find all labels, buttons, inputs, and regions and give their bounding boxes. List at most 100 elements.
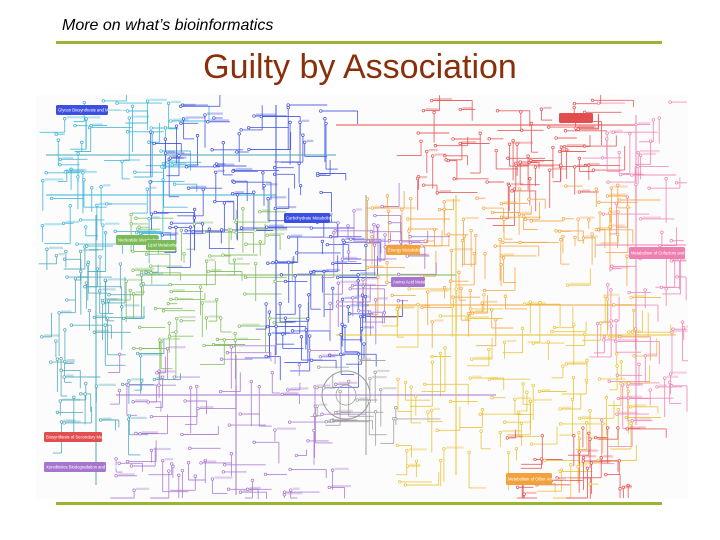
pathway-node-1794	[601, 421, 605, 426]
pathway-node-1752	[365, 197, 370, 201]
pathway-node-606	[149, 130, 153, 134]
pathway-tag-551	[269, 232, 285, 235]
pathway-node-719	[169, 221, 174, 225]
pathway-node-894	[340, 322, 344, 327]
pathway-node-2241	[335, 304, 340, 308]
pathway-node-1755	[459, 286, 463, 290]
pathway-tag-313	[66, 420, 81, 423]
pathway-node-1255	[422, 183, 426, 187]
pathway-tag-1067	[214, 476, 233, 479]
pathway-node-1341	[539, 107, 544, 111]
pathway-node-117	[159, 149, 163, 153]
pathway-node-1258	[577, 156, 582, 161]
pathway-tag-276	[82, 248, 99, 252]
pathway-node-514	[131, 268, 135, 272]
pathway-node-1192	[336, 410, 341, 414]
pathway-node-1467	[648, 139, 653, 143]
pathway-node-1916	[578, 416, 582, 420]
pathway-node-1587	[670, 330, 674, 335]
pathway-node-2307	[587, 431, 591, 435]
pathway-node-1246	[487, 137, 491, 141]
pathway-labels: Glycan Biosynthesis and MetabolismCarboh…	[44, 105, 688, 485]
pathway-node-1524	[643, 354, 647, 358]
pathway-node-2348	[588, 437, 592, 441]
pathway-node-1421	[664, 177, 668, 181]
pathway-node-2105	[499, 254, 504, 258]
pathway-node-884	[325, 242, 329, 247]
pathway-node-1284	[512, 187, 517, 191]
pathway-node-248	[138, 354, 143, 358]
pathway-node-1196	[315, 404, 319, 408]
pathway-tag-1890	[502, 429, 522, 433]
pathway-node-2313	[618, 487, 622, 491]
pathway-node-2164	[483, 252, 487, 256]
pathway-node-300	[79, 392, 83, 396]
pathway-tag-626	[216, 163, 235, 166]
pathway-tag-1998	[399, 306, 414, 309]
pathway-node-1290	[559, 163, 563, 167]
pathway-node-2243	[336, 281, 340, 285]
pathway-tag-1118	[317, 384, 331, 387]
pathway-node-1766	[482, 292, 486, 297]
pathway-node-1961	[416, 302, 420, 307]
pathway-node-114	[82, 178, 86, 182]
pathway-node-961	[252, 440, 256, 444]
pathway-node-1554	[636, 164, 640, 169]
pathway-node-695	[160, 233, 164, 237]
pathway-node-620	[298, 120, 302, 124]
pathway-tag-339	[96, 314, 107, 318]
pathway-tag-659	[172, 155, 180, 158]
pathway-node-1801	[479, 429, 483, 433]
pathway-node-1521	[609, 319, 613, 323]
pathway-node-1262	[548, 168, 552, 172]
pathway-node-2261	[369, 230, 374, 234]
pathway-tag-515	[135, 267, 155, 270]
label-lipid: Lipid Metabolism	[148, 243, 180, 248]
pathway-node-1599	[674, 181, 679, 185]
pathway-node-505	[134, 216, 138, 220]
pathway-tag-246	[66, 359, 75, 362]
pathway-node-1625	[498, 237, 502, 242]
pathway-node-1304	[430, 98, 434, 103]
pathway-node-1133	[223, 463, 227, 467]
pathway-node-354	[63, 328, 67, 332]
pathway-tag-1197	[319, 403, 328, 406]
pathway-node-1129	[188, 446, 192, 450]
pathway-node-195	[103, 323, 107, 327]
pathway-node-2317	[522, 492, 526, 496]
pathway-tag-1159	[334, 467, 349, 470]
pathway-node-603	[164, 151, 168, 155]
pathway-tag-2013	[506, 339, 517, 342]
pathway-tag-134	[66, 116, 86, 119]
pathway-tag-1798	[611, 334, 623, 337]
pathway-node-1735	[426, 290, 430, 294]
pathway-node-1405	[576, 127, 580, 131]
pathway-node-721	[261, 171, 265, 175]
pathway-tag-1690	[403, 207, 416, 210]
pathway-node-988	[249, 379, 253, 384]
pathway-node-212	[120, 382, 125, 387]
pathway-tag-220	[77, 276, 88, 279]
pathway-node-1394	[573, 165, 577, 169]
pathway-node-2203	[328, 301, 332, 306]
pathway-node-2223	[408, 241, 413, 245]
bottom-rule	[56, 502, 662, 505]
pathway-node-1435	[607, 379, 611, 384]
pathway-node-52	[113, 229, 117, 234]
pathway-tag-2080	[609, 193, 627, 196]
pathway-node-2071	[597, 200, 601, 204]
pathway-node-2145	[616, 210, 620, 214]
pathway-node-2209	[352, 209, 356, 213]
pathway-node-431	[179, 319, 183, 323]
pathway-tag-578	[235, 167, 253, 171]
pathway-node-812	[299, 335, 304, 339]
pathway-node-1452	[626, 384, 630, 388]
pathway-node-834	[287, 235, 291, 239]
pathway-node-1527	[595, 321, 600, 326]
pathway-tag-1579	[615, 129, 623, 132]
pathway-node-2227	[405, 254, 409, 258]
pathway-node-518	[202, 230, 206, 234]
pathway-node-625	[213, 164, 217, 168]
pathway-node-241	[122, 316, 126, 321]
pathway-node-380	[59, 420, 64, 424]
